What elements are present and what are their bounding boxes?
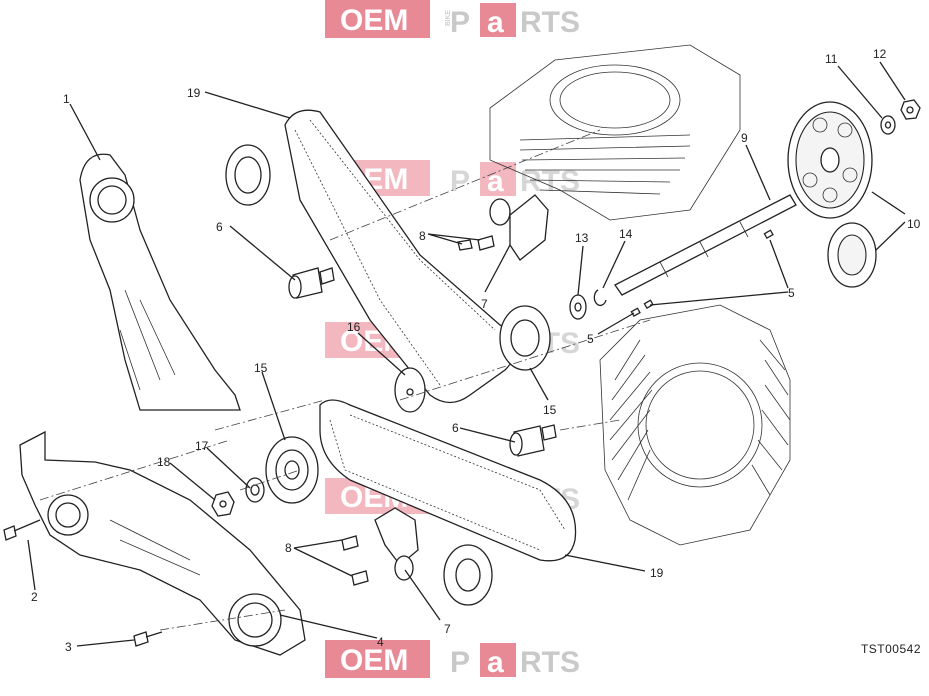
callout-19-upper: 19 [187, 86, 201, 100]
washer-17 [245, 477, 265, 503]
callout-18: 18 [157, 455, 171, 469]
spacer-6-lower [509, 424, 557, 457]
callout-11: 11 [825, 52, 838, 66]
assembly-centerlines [39, 129, 651, 631]
watermark-bottom: OEM P a RTS [325, 640, 580, 679]
callout-14: 14 [619, 227, 633, 241]
watermark-p-text: P [450, 646, 470, 679]
nut-18 [211, 491, 235, 517]
lower-pulley-15 [265, 436, 319, 504]
callout-10: 10 [907, 217, 921, 231]
washer-13 [569, 294, 587, 320]
leader-lines [27, 61, 906, 647]
front-cylinder-head-outline [599, 304, 791, 546]
upper-belt-cover [79, 153, 241, 411]
lower-belt-cover [19, 430, 306, 656]
watermark-a-text: a [487, 165, 504, 198]
screw-2 [3, 519, 41, 541]
watermark-p-text: P [450, 6, 470, 39]
watermark-a-text: a [487, 646, 504, 679]
tensioner-7-upper [489, 194, 549, 261]
callout-4: 4 [377, 635, 384, 649]
upper-pulley-15 [499, 305, 551, 371]
callout-5-right: 5 [788, 286, 795, 300]
callout-3: 3 [65, 640, 72, 654]
callout-8-lower: 8 [285, 541, 292, 555]
watermark-a-text: a [487, 6, 504, 39]
large-timing-gear [787, 101, 873, 219]
callout-16: 16 [347, 320, 361, 334]
nut-12 [900, 99, 921, 120]
spacer-6-upper [288, 267, 335, 299]
upper-timing-belt [284, 109, 517, 404]
washer-11 [880, 115, 896, 135]
callout-9: 9 [741, 131, 748, 145]
watermark-p-text: P [450, 165, 470, 198]
callout-7-upper: 7 [481, 297, 488, 311]
callout-5-left: 5 [587, 332, 594, 346]
callout-15-left: 15 [254, 361, 268, 375]
callout-6-lower: 6 [452, 421, 459, 435]
camshaft [614, 194, 797, 296]
watermark-bike-text: BIKE [445, 10, 452, 26]
callout-labels: 1 2 3 4 5 5 6 6 7 7 8 8 9 10 11 12 13 14… [31, 47, 921, 654]
upper-pulley-left [225, 144, 271, 206]
washer-16 [394, 367, 426, 413]
watermark-oem-text: OEM [340, 4, 408, 37]
callout-2: 2 [31, 590, 38, 604]
callout-8-upper: 8 [419, 229, 426, 243]
diagram-reference-code: TST00542 [860, 642, 921, 656]
lower-pulley-right [443, 544, 493, 606]
watermark-rts-text: RTS [520, 6, 580, 39]
watermark-rts-text: RTS [520, 165, 580, 198]
callout-17: 17 [195, 439, 209, 453]
tensioner-7-lower [374, 507, 419, 581]
screw-3 [133, 631, 163, 647]
lower-timing-belt [319, 399, 577, 562]
watermark-oem-text: OEM [340, 644, 408, 677]
small-timing-gear [827, 222, 877, 288]
callout-13: 13 [575, 231, 589, 245]
watermark-top: OEM BIKE P a RTS [325, 0, 580, 39]
callout-19-lower: 19 [650, 566, 664, 580]
watermark-rts-text: RTS [520, 646, 580, 679]
callout-1: 1 [63, 92, 70, 106]
rear-cylinder-outline [489, 44, 741, 221]
callout-15-right: 15 [543, 403, 557, 417]
callout-6-upper: 6 [216, 220, 223, 234]
screws-8 [341, 235, 495, 586]
circlip-14 [593, 289, 607, 306]
callout-12: 12 [873, 47, 887, 61]
callout-7-lower: 7 [444, 622, 451, 636]
